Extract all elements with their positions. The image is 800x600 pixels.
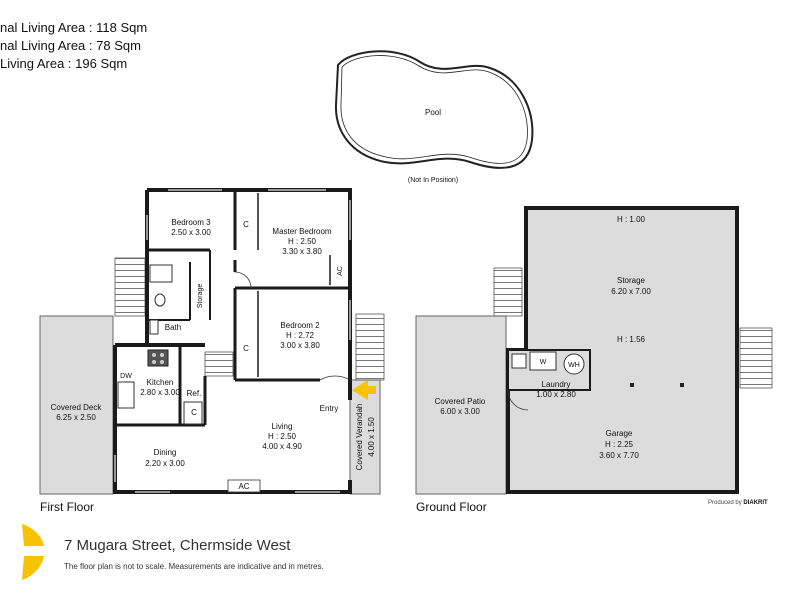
label-entry: Entry xyxy=(320,404,339,413)
room-verandah-dims: 4.00 x 1.50 xyxy=(367,417,376,457)
covered-verandah xyxy=(349,379,381,495)
covered-deck xyxy=(39,315,114,495)
room-dining-dims: 2.20 x 3.00 xyxy=(145,459,185,468)
deck-stairs xyxy=(114,257,146,317)
label-ac-master: AC xyxy=(337,266,344,276)
address: 7 Mugara Street, Chermside West xyxy=(64,537,291,554)
water-heater xyxy=(563,353,585,375)
gf-laundry-dims: 1.00 x 2.80 xyxy=(536,390,576,399)
first-floor-title: First Floor xyxy=(40,500,94,514)
covered-patio xyxy=(415,315,507,495)
label-dw: DW xyxy=(120,373,132,380)
ground-floor-title: Ground Floor xyxy=(416,500,487,514)
ground-floor-plan: H : 1.00 Storage 6.20 x 7.00 H : 1.56 Co… xyxy=(415,206,773,495)
room-kitchen-name: Kitchen xyxy=(147,378,174,387)
gf-storage-height-mid: H : 1.56 xyxy=(617,335,646,344)
garage-stairs xyxy=(739,327,773,389)
bathtub xyxy=(149,264,173,283)
disclaimer: The floor plan is not to scale. Measurem… xyxy=(64,562,324,571)
area-line-3: Living Area : 196 Sqm xyxy=(0,56,128,71)
verandah-stairs xyxy=(355,313,385,381)
room-master-dims: 3.30 x 3.80 xyxy=(282,247,322,256)
cooktop xyxy=(147,349,169,367)
area-line-2: nal Living Area : 78 Sqm xyxy=(0,38,141,53)
label-wardrobe-bed2: C xyxy=(243,344,249,353)
room-bedroom3-name: Bedroom 3 xyxy=(171,218,211,227)
brand-logo-icon xyxy=(22,524,44,580)
room-living-height: H : 2.50 xyxy=(268,432,297,441)
first-floor-plan: Bedroom 3 2.50 x 3.00 Master Bedroom H :… xyxy=(39,188,385,495)
vanity xyxy=(149,319,159,335)
label-cupboard-kitchen: C xyxy=(191,408,197,417)
gf-garage-name: Garage xyxy=(606,429,633,438)
room-deck-name: Covered Deck xyxy=(51,403,103,412)
room-master-height: H : 2.50 xyxy=(288,237,317,246)
pool-note: (Not In Position) xyxy=(408,177,458,184)
credit-brand: DIAKRIT xyxy=(743,500,768,506)
label-wardrobe-master: C xyxy=(243,220,249,229)
patio-stairs xyxy=(493,267,523,317)
pantry xyxy=(183,401,203,425)
gf-label-w: W xyxy=(540,359,547,366)
interior-stairs xyxy=(204,351,234,377)
room-kitchen-dims: 2.80 x 3.00 xyxy=(140,388,180,397)
gf-storage-dims: 6.20 x 7.00 xyxy=(611,287,651,296)
room-dining-name: Dining xyxy=(154,448,177,457)
gf-label-wh: WH xyxy=(568,362,580,369)
room-deck-dims: 6.25 x 2.50 xyxy=(56,413,96,422)
room-verandah-name: Covered Verandah xyxy=(355,404,364,471)
label-ref: Ref. xyxy=(187,389,202,398)
gf-garage-dims: 3.60 x 7.70 xyxy=(599,451,639,460)
room-bedroom2-dims: 3.00 x 3.80 xyxy=(280,341,320,350)
toilet xyxy=(154,293,166,307)
room-living-dims: 4.00 x 4.90 xyxy=(262,442,302,451)
room-bedroom2-height: H : 2.72 xyxy=(286,331,315,340)
label-bath: Bath xyxy=(165,323,181,332)
room-living-name: Living xyxy=(272,422,293,431)
credit: Produced by DIAKRIT xyxy=(708,500,768,506)
credit-prefix: Produced by xyxy=(708,500,742,506)
kitchen-sink xyxy=(117,381,135,409)
gf-laundry-name: Laundry xyxy=(542,380,571,389)
room-bedroom2-name: Bedroom 2 xyxy=(280,321,320,330)
laundry-tub xyxy=(511,353,527,369)
area-line-1: nal Living Area : 118 Sqm xyxy=(0,20,148,35)
gf-garage-height: H : 2.25 xyxy=(605,440,634,449)
room-master-name: Master Bedroom xyxy=(272,227,331,236)
gf-storage-name: Storage xyxy=(617,276,646,285)
gf-patio-name: Covered Patio xyxy=(435,397,486,406)
pool: Pool (Not In Position) xyxy=(334,50,534,184)
entry-arrow-icon xyxy=(352,380,376,400)
pool-label: Pool xyxy=(425,108,441,117)
label-ac-living: AC xyxy=(238,482,249,491)
label-storage: Storage xyxy=(197,284,204,309)
gf-storage-height-top: H : 1.00 xyxy=(617,215,646,224)
washer xyxy=(529,351,557,371)
room-bedroom3-dims: 2.50 x 3.00 xyxy=(171,228,211,237)
gf-patio-dims: 6.00 x 3.00 xyxy=(440,407,480,416)
